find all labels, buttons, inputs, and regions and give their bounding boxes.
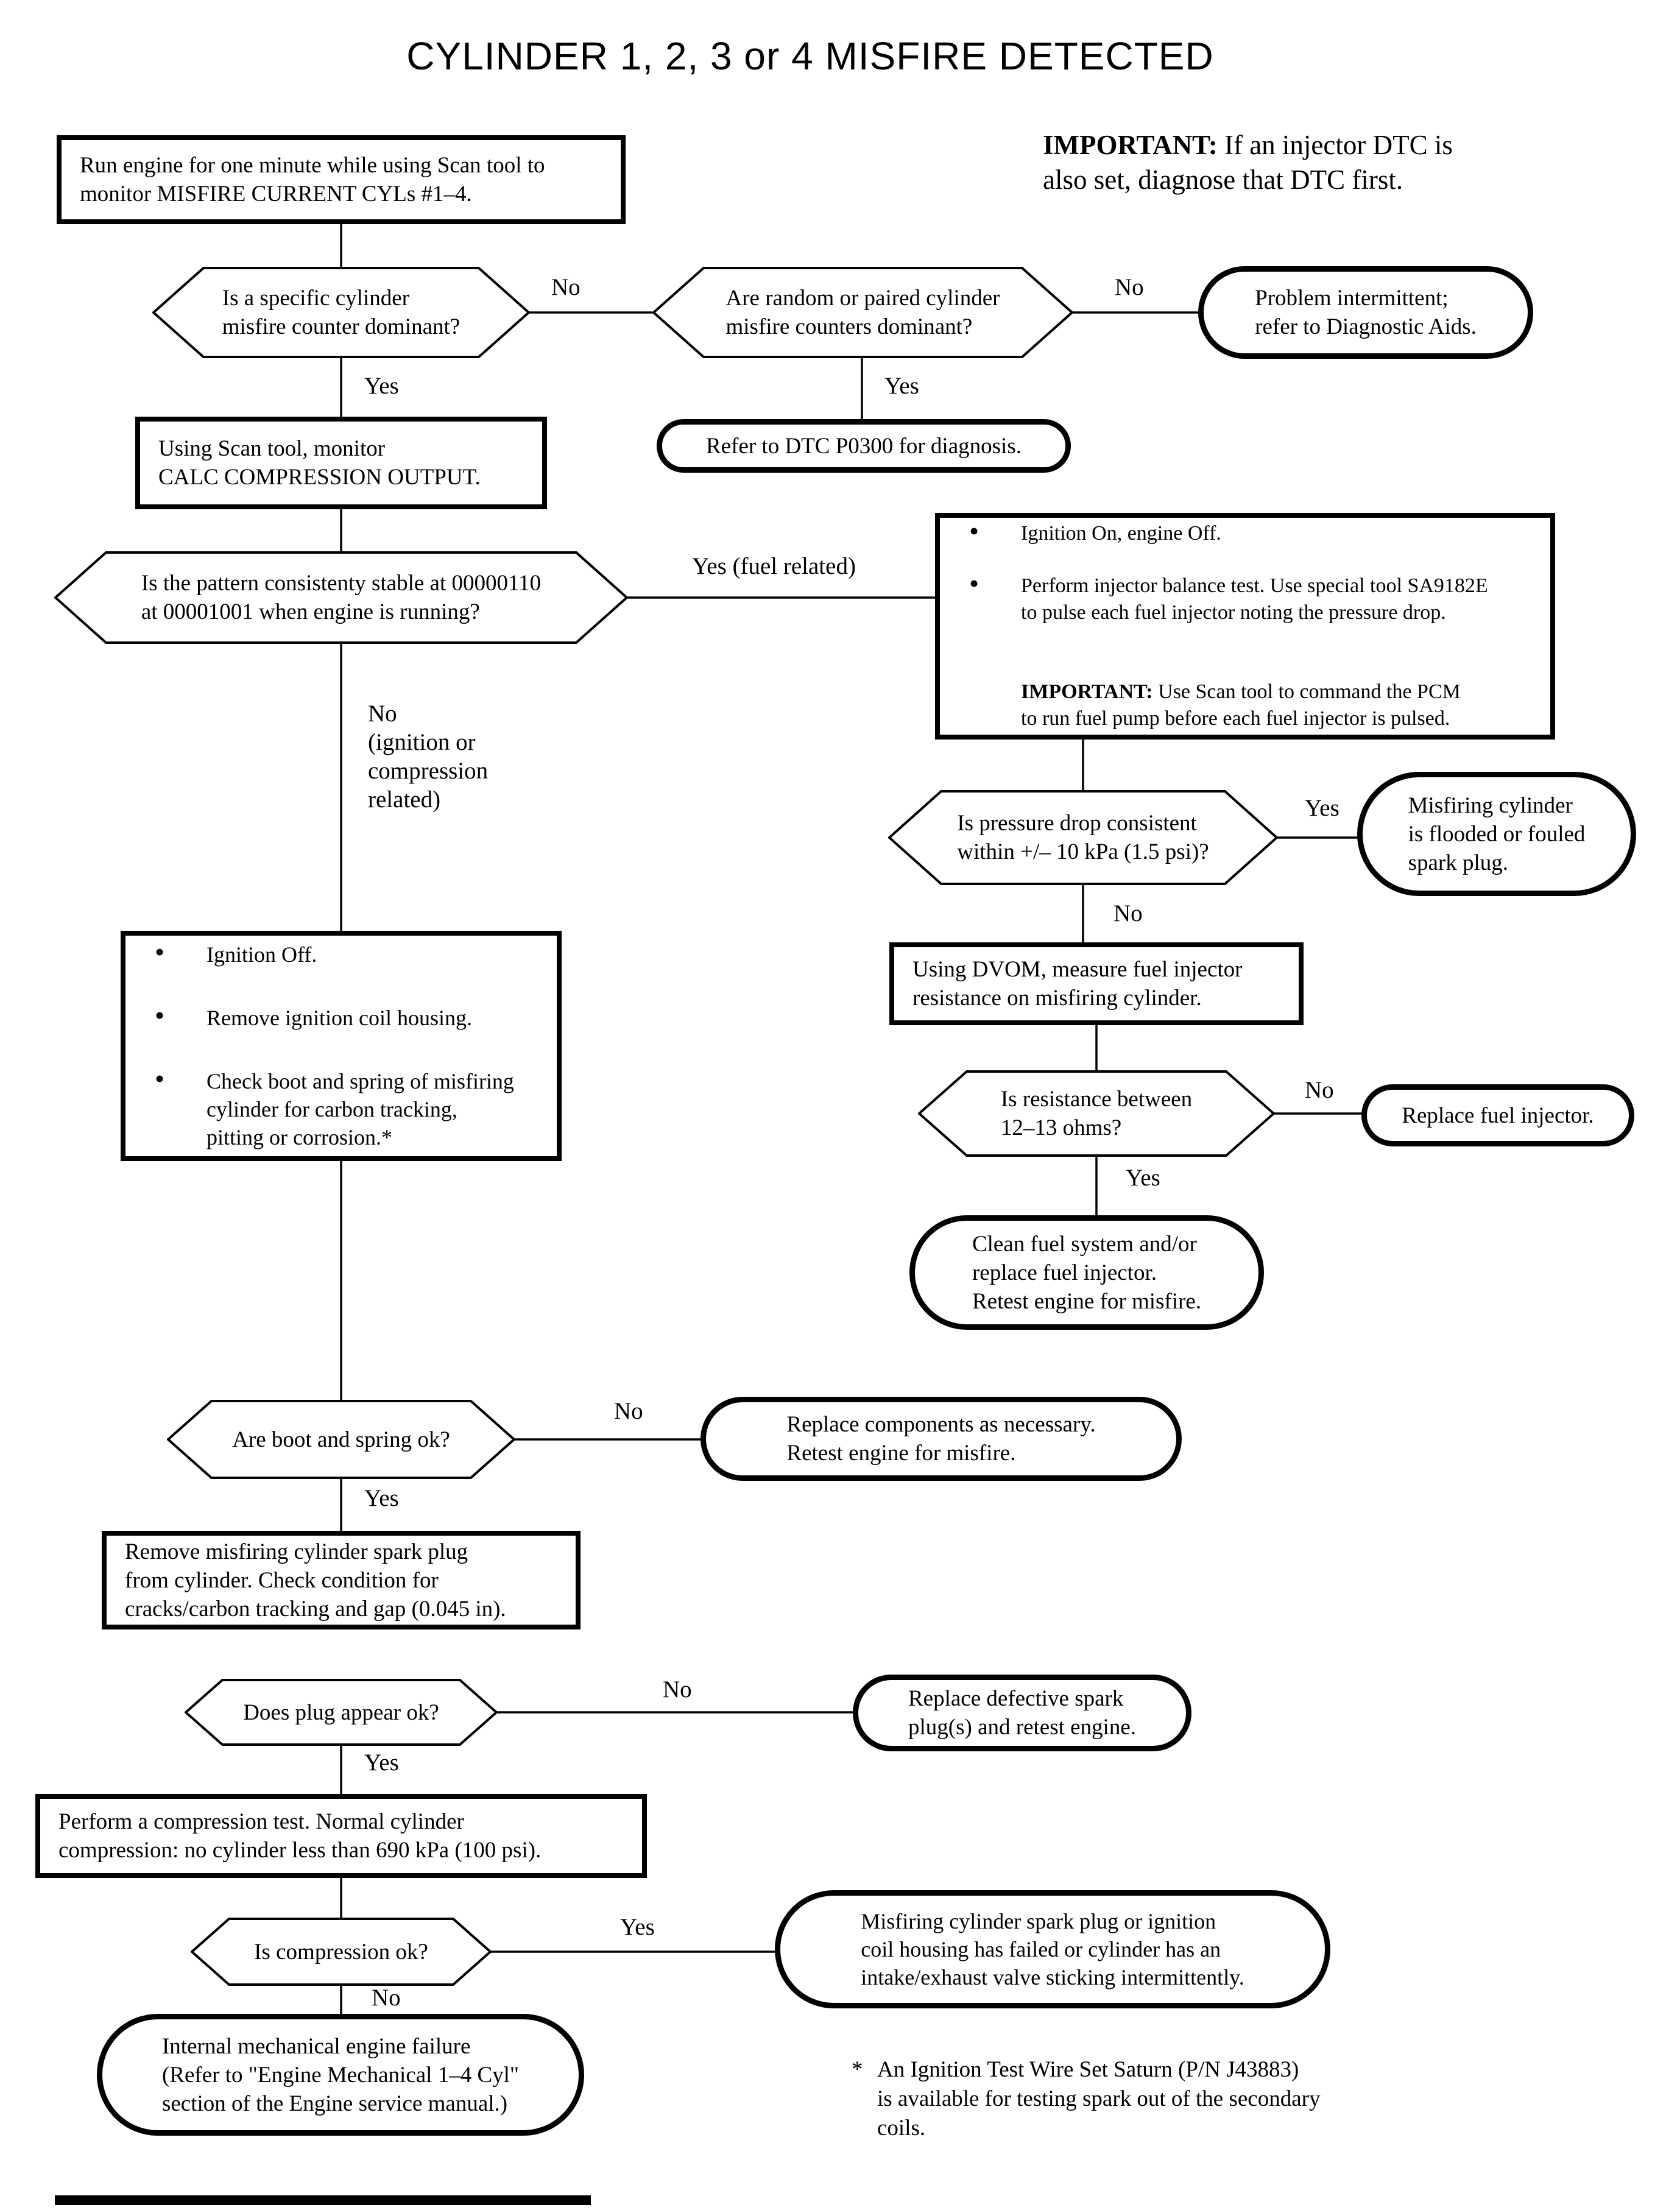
injector-step-important: IMPORTANT: Use Scan tool to command the … [1021, 680, 1461, 730]
edge-label-no-7: No [372, 1985, 401, 2011]
page-title: CYLINDER 1, 2, 3 or 4 MISFIRE DETECTED [406, 34, 1214, 78]
edge-label-no-ignition-compression: No (ignition or compression related) [368, 701, 489, 813]
step-check-boot-spring: Ignition Off. Remove ignition coil housi… [121, 931, 562, 1161]
step-measure-injector-resistance: Using DVOM, measure fuel injector resist… [889, 942, 1304, 1025]
footnote-text: An Ignition Test Wire Set Saturn (P/N J4… [877, 2057, 1321, 2141]
decision-boot-spring-ok: Are boot and spring ok? [167, 1400, 515, 1479]
injector-step-ignition-on: Ignition On, engine Off. [951, 518, 1539, 547]
edge-label-no-6: No [663, 1676, 692, 1703]
boot-step-ignition-off: Ignition Off. [136, 938, 546, 969]
terminal-refer-p0300: Refer to DTC P0300 for diagnosis. [657, 419, 1071, 473]
edge-label-yes-3: Yes [1305, 795, 1339, 821]
step-remove-spark-plug: Remove misfiring cylinder spark plug fro… [102, 1531, 581, 1629]
edge-label-no-1: No [551, 274, 581, 300]
edge-label-yes-4: Yes [1126, 1165, 1160, 1191]
terminal-replace-fuel-injector: Replace fuel injector. [1361, 1084, 1634, 1146]
terminal-flooded-fouled-plug: Misfiring cylinder is flooded or fouled … [1357, 772, 1636, 896]
boot-step-remove-coil-housing: Remove ignition coil housing. [136, 1001, 546, 1032]
boot-step-check-boot-spring: Check boot and spring of misfiring cylin… [136, 1065, 546, 1151]
edge-label-no-4: No [1305, 1077, 1334, 1103]
edge-label-yes-5: Yes [364, 1485, 399, 1511]
edge-label-no-2: No [1115, 274, 1144, 300]
injector-step-balance-test: Perform injector balance test. Use speci… [951, 570, 1539, 626]
page-edge-artifact [55, 2195, 591, 2205]
decision-resistance-in-range: Is resistance between 12–13 ohms? [918, 1070, 1275, 1157]
terminal-clean-fuel-system: Clean fuel system and/or replace fuel in… [909, 1215, 1264, 1330]
decision-specific-cylinder-dominant: Is a specific cylinder misfire counter d… [152, 267, 530, 358]
terminal-problem-intermittent: Problem intermittent; refer to Diagnosti… [1198, 266, 1533, 359]
step-monitor-calc-compression: Using Scan tool, monitor CALC COMPRESSIO… [135, 417, 547, 509]
edge-label-no-3: No [1114, 900, 1143, 927]
footnote: * An Ignition Test Wire Set Saturn (P/N … [852, 2055, 1461, 2143]
important-note: IMPORTANT: If an injector DTC is also se… [1043, 128, 1579, 197]
step-injector-balance-test: Ignition On, engine Off. Perform injecto… [935, 513, 1555, 740]
terminal-replace-components: Replace components as necessary. Retest … [701, 1397, 1182, 1481]
edge-label-yes-6: Yes [364, 1749, 399, 1776]
terminal-valve-sticking: Misfiring cylinder spark plug or ignitio… [775, 1890, 1330, 2008]
footnote-marker: * [852, 2057, 863, 2082]
terminal-replace-defective-plug: Replace defective spark plug(s) and rete… [853, 1675, 1191, 1751]
decision-pattern-stable: Is the pattern consistenty stable at 000… [54, 551, 628, 644]
edge-label-yes-fuel-related: Yes (fuel related) [692, 553, 856, 579]
decision-random-paired-dominant: Are random or paired cylinder misfire co… [652, 267, 1073, 358]
terminal-internal-mechanical-failure: Internal mechanical engine failure (Refe… [97, 2014, 584, 2136]
important-note-label: IMPORTANT: [1043, 130, 1218, 160]
edge-label-yes-2: Yes [884, 373, 919, 399]
important-note-text: If an injector DTC is also set, diagnose… [1043, 130, 1453, 195]
edge-label-yes-7: Yes [620, 1914, 655, 1940]
step-compression-test: Perform a compression test. Normal cylin… [35, 1794, 647, 1878]
decision-pressure-drop-consistent: Is pressure drop consistent within +/– 1… [888, 790, 1278, 885]
decision-compression-ok: Is compression ok? [191, 1918, 492, 1986]
edge-label-yes-1: Yes [364, 373, 399, 399]
step-run-engine: Run engine for one minute while using Sc… [57, 135, 626, 224]
edge-label-no-5: No [614, 1398, 643, 1424]
decision-plug-appears-ok: Does plug appear ok? [185, 1679, 498, 1746]
